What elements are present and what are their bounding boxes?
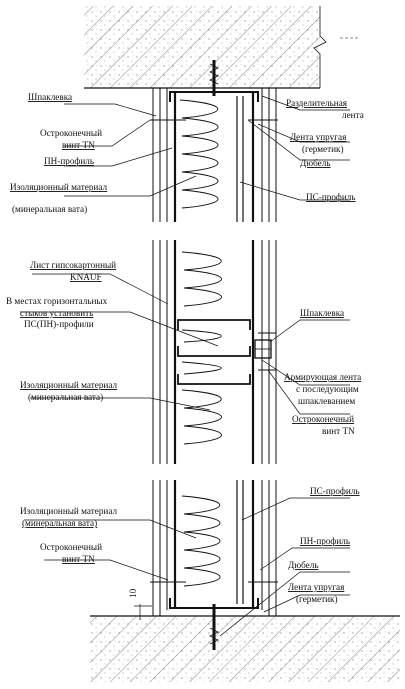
label-vint-top-1: Остроконечный — [40, 128, 102, 138]
label-gor-1: В местах горизонтальных — [6, 296, 108, 306]
label-ps-bot: ПС-профиль — [310, 486, 360, 496]
label-lenta-top-1: Лента упругая — [290, 132, 347, 142]
label-pn-bot: ПН-профиль — [300, 536, 350, 546]
label-lenta-bot-2: (герметик) — [296, 594, 338, 604]
label-vint-bot-1: Остроконечный — [40, 542, 102, 552]
labels: Шпаклевка Остроконечный винт TN ПН-профи… — [6, 92, 364, 604]
label-vint-mid-2: винт TN — [322, 426, 355, 436]
label-ps-top: ПС-профиль — [306, 192, 356, 202]
label-arm-2: с последующим — [296, 384, 359, 394]
dimension-10: 10 — [128, 588, 138, 598]
label-gor-3: ПС(ПН)-профили — [24, 319, 94, 329]
label-izol-bot-2: (минеральная вата) — [22, 518, 97, 528]
label-lenta-bot-1: Лента упругая — [288, 582, 345, 592]
label-pn-top: ПН-профиль — [44, 156, 94, 166]
label-razd-1: Разделительная — [286, 98, 348, 108]
ceiling-slab — [84, 6, 320, 89]
label-izol-mid-1: Изоляционный материал — [20, 380, 117, 390]
wall-middle-segment — [152, 240, 277, 464]
label-dubel-bot: Дюбель — [288, 560, 319, 570]
wall-top-segment — [150, 60, 278, 222]
label-shpaklevka-top: Шпаклевка — [28, 92, 72, 102]
label-shpaklevka-mid: Шпаклевка — [300, 308, 344, 318]
label-razd-2: лента — [342, 110, 364, 120]
label-izol-mid-2: (минеральная вата) — [28, 392, 103, 402]
ceiling-break-line — [313, 6, 327, 88]
wall-bottom-segment — [134, 480, 278, 650]
label-gor-2: стыков установить — [20, 308, 93, 318]
label-arm-1: Армирующая лента — [284, 372, 361, 382]
label-dubel-top: Дюбель — [300, 158, 331, 168]
label-lenta-top-2: (герметик) — [302, 144, 344, 154]
label-list-1: Лист гипсокартонный — [30, 260, 116, 270]
label-vint-mid-1: Остроконечный — [292, 414, 354, 424]
label-izol-top-2: (минеральная вата) — [12, 204, 87, 214]
floor-slab — [90, 615, 400, 682]
label-list-2: KNAUF — [70, 272, 102, 282]
leader-lines — [20, 95, 350, 637]
label-izol-bot-1: Изоляционный материал — [20, 506, 117, 516]
label-izol-top-1: Изоляционный материал — [10, 182, 107, 192]
label-vint-bot-2: винт TN — [62, 554, 95, 564]
label-vint-top-2: винт TN — [62, 140, 95, 150]
label-arm-3: шпаклеванием — [298, 396, 355, 406]
